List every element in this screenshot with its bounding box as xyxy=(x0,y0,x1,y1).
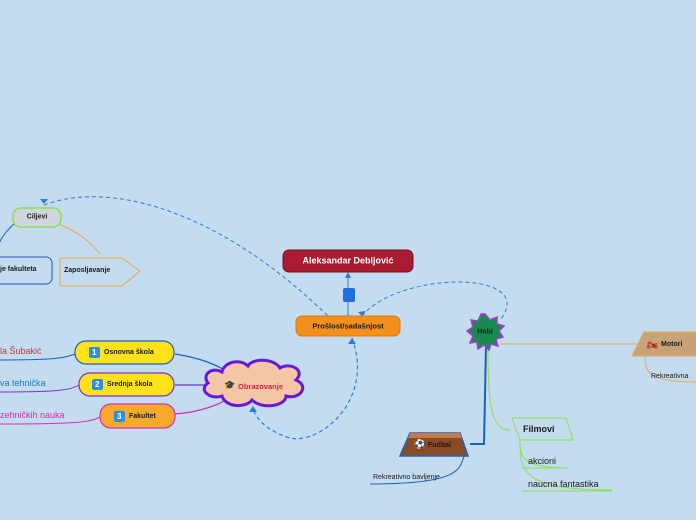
link-movies-scifi xyxy=(519,439,613,491)
underline-football xyxy=(369,455,465,485)
underline-school2 xyxy=(0,384,80,393)
arrowhead-past-bottom xyxy=(348,338,356,344)
arrowhead-center xyxy=(345,272,351,278)
graduation-cap-icon: 🎓 xyxy=(224,380,236,390)
school1-detail[interactable]: la Šubakić xyxy=(0,346,42,356)
movies-shape xyxy=(511,417,574,441)
motors-shape xyxy=(631,331,696,357)
school2-label[interactable]: Srednja škola xyxy=(107,381,153,388)
goals-node[interactable]: Ciljevi xyxy=(26,213,48,221)
school1-shape xyxy=(74,340,175,365)
link-hobby-down xyxy=(470,345,487,445)
hobby-starburst-shape xyxy=(465,313,506,352)
link-goals-employment xyxy=(57,223,101,255)
movies-item-scifi[interactable]: naucna fantastika xyxy=(528,479,599,489)
central-topic-shape xyxy=(282,249,414,273)
hobby-node[interactable]: Hobi xyxy=(477,328,493,336)
relation-past-to-education xyxy=(252,337,359,440)
past-present-shape xyxy=(295,315,401,337)
badge-1 xyxy=(89,347,100,358)
underline-school1 xyxy=(0,353,76,361)
goals-shape xyxy=(12,207,62,228)
soccer-ball-icon: ⚽ xyxy=(414,439,426,449)
arrowhead-past-right xyxy=(358,311,366,316)
employment-goal-shape xyxy=(59,257,141,287)
movies-node[interactable]: Filmovi xyxy=(523,424,555,434)
school3-detail[interactable]: zehničkih nauka xyxy=(0,410,65,420)
link-hobby-movies xyxy=(487,349,511,431)
football-node[interactable]: Fudbal xyxy=(428,442,451,449)
badge-3-number: 3 xyxy=(117,412,122,421)
link-goals-left xyxy=(0,221,17,243)
education-cloud-shape xyxy=(202,358,305,408)
badge-1-number: 1 xyxy=(92,348,97,357)
arrowhead-goals xyxy=(40,199,48,204)
badge-3 xyxy=(114,411,125,422)
goal-employment-label[interactable]: Zaposlјavanje xyxy=(64,267,111,274)
school3-label[interactable]: Fakultet xyxy=(129,413,156,420)
motors-detail[interactable]: Rekreativna xyxy=(651,373,689,380)
underline-motors xyxy=(644,355,696,383)
badge-2-number: 2 xyxy=(95,380,100,389)
link-edu-school1 xyxy=(174,353,229,373)
arrowhead-education xyxy=(249,406,257,412)
school1-label[interactable]: Osnovna škola xyxy=(104,349,154,356)
motorcycle-icon: 🏍 xyxy=(647,340,659,350)
badge-2 xyxy=(92,379,103,390)
relation-handle xyxy=(343,288,355,302)
relation-goals-to-past xyxy=(43,196,331,319)
school2-detail[interactable]: va tehnička xyxy=(0,378,46,388)
goal-faculty-label[interactable]: je fakulteta xyxy=(0,266,37,273)
faculty-goal-shape xyxy=(0,256,53,285)
motors-node[interactable]: Motori xyxy=(661,341,683,348)
underline-school3 xyxy=(0,416,101,425)
past-present-node[interactable]: Prošlost/sadašnjost xyxy=(312,321,384,331)
school2-shape xyxy=(78,372,175,397)
football-detail[interactable]: Rekreativno bavljenje xyxy=(373,474,440,481)
relation-hobby-to-past xyxy=(361,281,508,321)
movies-item-action[interactable]: akcioni xyxy=(528,456,557,466)
central-topic[interactable]: Aleksandar Debljović xyxy=(302,255,394,266)
education-node[interactable]: Obrazovanje xyxy=(238,382,284,391)
